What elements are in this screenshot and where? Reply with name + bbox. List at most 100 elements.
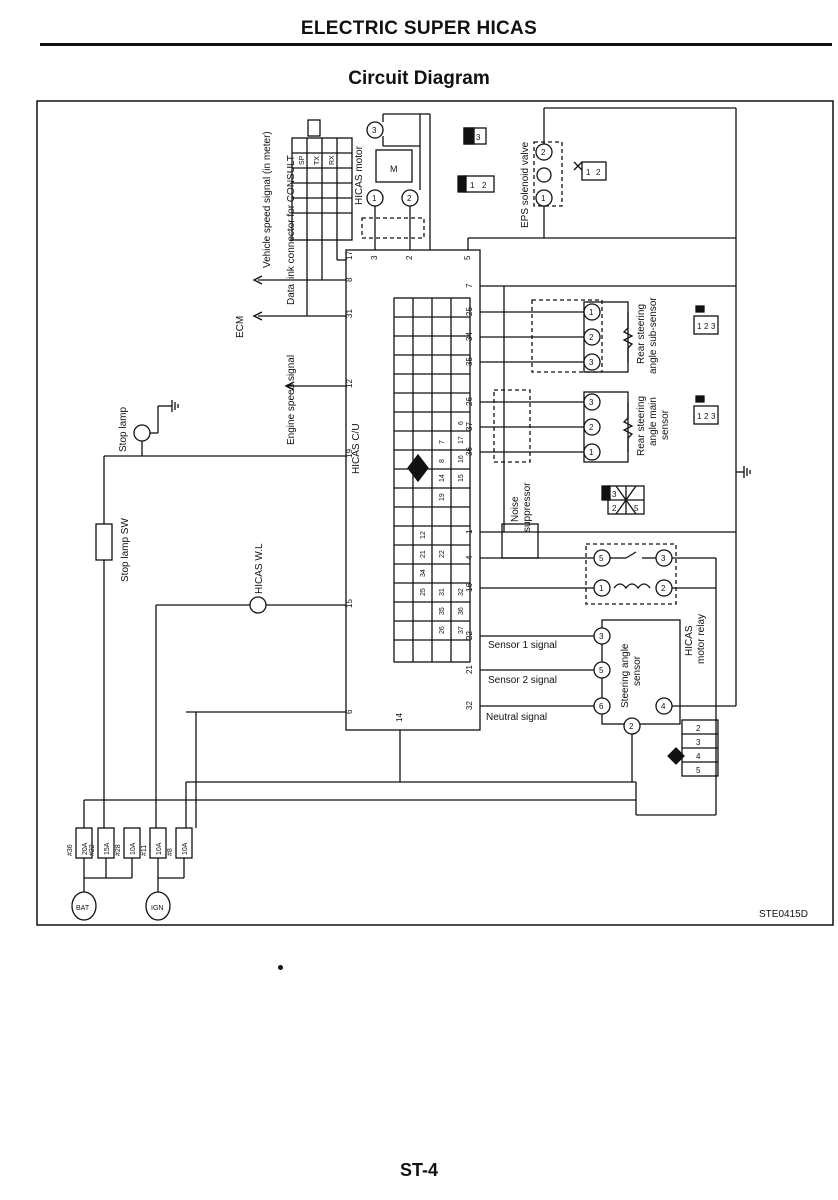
main-icon-pin-2: 2 bbox=[704, 412, 709, 421]
sub-pin-2: 2 bbox=[589, 333, 594, 342]
cu-label: HICAS C/U bbox=[351, 423, 362, 474]
sensor1-label: Sensor 1 signal bbox=[488, 640, 557, 651]
fuse-22-rating: 15A bbox=[104, 842, 111, 855]
eps-valve-label: EPS solenoid valve bbox=[520, 141, 531, 228]
stop-lamp-switch bbox=[95, 523, 113, 561]
motor-pin-2: 2 bbox=[407, 194, 412, 203]
vehicle-speed-label: Vehicle speed signal (in meter) bbox=[262, 131, 273, 268]
pin-rx: RX bbox=[329, 155, 336, 165]
cu-pin-14: 14 bbox=[395, 713, 404, 722]
noise-label-2: suppressor bbox=[522, 482, 533, 532]
motor-2pin-connector-icon bbox=[457, 175, 495, 193]
fuse-8-num: #8 bbox=[167, 848, 174, 856]
cu-pin-36: 36 bbox=[465, 447, 474, 456]
frame-border bbox=[36, 100, 834, 926]
eps-connector-icon bbox=[573, 161, 607, 181]
steer-icon-pin-4: 4 bbox=[696, 752, 701, 761]
page-number: ST-4 bbox=[399, 1160, 438, 1180]
motor-connector-icon bbox=[463, 127, 487, 145]
fuse-22-num: #22 bbox=[89, 844, 96, 856]
cu-pin-32: 32 bbox=[465, 701, 474, 710]
eps-pin-1: 1 bbox=[541, 194, 546, 203]
sub-icon-pin-3: 3 bbox=[711, 322, 716, 331]
steer-pin-2: 2 bbox=[629, 722, 634, 731]
relay-pin-3: 3 bbox=[661, 554, 666, 563]
cu-pin-19: 19 bbox=[345, 449, 354, 458]
cu-pin-4: 4 bbox=[465, 555, 474, 560]
rear-main-sensor bbox=[583, 391, 634, 463]
cu-grid-pin: 37 bbox=[458, 626, 465, 634]
page-speck bbox=[278, 965, 283, 970]
cu-grid-pin: 25 bbox=[420, 588, 427, 596]
cu-pin-31: 31 bbox=[345, 309, 354, 318]
fuse-28-num: #28 bbox=[115, 844, 122, 856]
fuse-11-rating: 10A bbox=[156, 842, 163, 855]
cu-grid-pin: 34 bbox=[420, 569, 427, 577]
rear-main-label-2: angle main bbox=[648, 397, 659, 446]
eps-icon-pin-2: 2 bbox=[596, 168, 601, 177]
cu-pin-21: 21 bbox=[465, 665, 474, 674]
sensor2-label: Sensor 2 signal bbox=[488, 675, 557, 686]
cu-pin-8: 8 bbox=[345, 277, 354, 282]
cu-pin-7: 7 bbox=[465, 283, 474, 288]
cu-grid-pin: 15 bbox=[458, 474, 465, 482]
fuse-28-rating: 10A bbox=[130, 842, 137, 855]
steering-angle-sensor bbox=[593, 619, 681, 735]
steer-pin-5: 5 bbox=[599, 666, 604, 675]
cu-pin-top-3: 3 bbox=[370, 255, 379, 260]
hicas-cu-box bbox=[345, 249, 481, 731]
sub-pin-3: 3 bbox=[589, 358, 594, 367]
noise-label-1: Noise bbox=[510, 496, 521, 522]
data-link-label: Data link connector for CONSULT bbox=[286, 155, 297, 305]
relay-pin-5: 5 bbox=[599, 554, 604, 563]
relay-pin-1: 1 bbox=[599, 584, 604, 593]
main-icon-pin-1: 1 bbox=[697, 412, 702, 421]
hicas-motor-relay bbox=[585, 543, 677, 605]
ign-circle bbox=[145, 891, 171, 921]
hicas-motor bbox=[361, 113, 425, 250]
engine-speed-label: Engine speed signal bbox=[286, 355, 297, 445]
steering-label-1: Steering angle bbox=[620, 643, 631, 708]
fuse-block bbox=[75, 827, 193, 892]
hicas-wl-circle bbox=[249, 596, 267, 614]
cu-grid-pin: 31 bbox=[439, 588, 446, 596]
ign-label: IGN bbox=[151, 905, 163, 912]
steering-label-2: sensor bbox=[632, 655, 643, 686]
relay-pin-2: 2 bbox=[661, 584, 666, 593]
neutral-label: Neutral signal bbox=[486, 712, 547, 723]
bat-label: BAT bbox=[76, 905, 90, 912]
cu-grid-pin: 19 bbox=[439, 493, 446, 501]
main-icon-pin-3: 3 bbox=[711, 412, 716, 421]
steer-icon-pin-5: 5 bbox=[696, 766, 701, 775]
stop-lamp-label: Stop lamp bbox=[118, 407, 129, 452]
main-sensor-shield bbox=[493, 389, 531, 463]
icon-pin-1: 1 bbox=[470, 181, 475, 190]
rear-sub-label-2: angle sub-sensor bbox=[648, 297, 659, 374]
cu-pin-1: 1 bbox=[465, 529, 474, 534]
cu-pin-26: 26 bbox=[465, 397, 474, 406]
cu-key-diamond bbox=[407, 453, 429, 483]
cu-grid-pin: 21 bbox=[420, 550, 427, 558]
icon-pin-2: 2 bbox=[482, 181, 487, 190]
cu-pin-12: 12 bbox=[345, 379, 354, 388]
relay-label-2: motor relay bbox=[696, 614, 707, 664]
pin-tx: TX bbox=[314, 156, 321, 165]
motor-pin-1: 1 bbox=[372, 194, 377, 203]
relay-connector-icon bbox=[601, 485, 645, 515]
cu-pin-6: 6 bbox=[345, 709, 354, 714]
main-pin-2: 2 bbox=[589, 423, 594, 432]
cu-grid-pin: 7 bbox=[439, 440, 446, 444]
noise-suppressor bbox=[501, 523, 539, 559]
main-sensor-connector-icon bbox=[693, 395, 719, 425]
cu-pin-35: 35 bbox=[465, 357, 474, 366]
cu-pin-25: 25 bbox=[465, 307, 474, 316]
title-rule bbox=[40, 43, 832, 46]
steer-icon-pin-3: 3 bbox=[696, 738, 701, 747]
main-pin-3: 3 bbox=[589, 398, 594, 407]
rear-main-label-3: sensor bbox=[660, 409, 671, 440]
hicas-motor-label: HICAS motor bbox=[354, 145, 365, 205]
cu-pin-16: 16 bbox=[465, 583, 474, 592]
rear-sub-sensor bbox=[583, 301, 634, 373]
cu-grid-pin: 8 bbox=[439, 459, 446, 463]
